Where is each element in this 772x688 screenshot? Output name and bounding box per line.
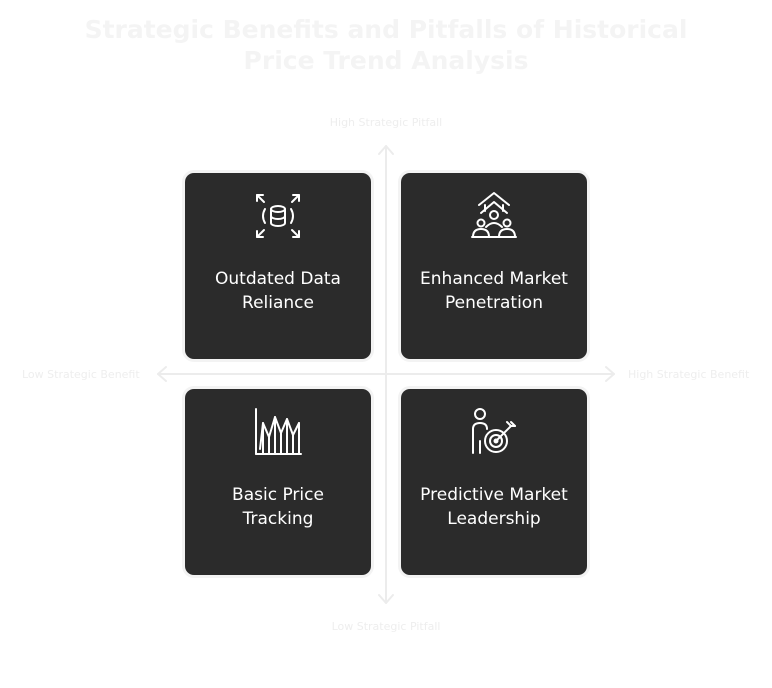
diagram-title: Strategic Benefits and Pitfalls of Histo… xyxy=(0,14,772,76)
quadrant-label: Basic Price Tracking xyxy=(232,485,324,529)
axis-label-top: High Strategic Pitfall xyxy=(329,116,443,129)
database-expand-icon xyxy=(256,194,300,238)
quadrant-label: Outdated Data Reliance xyxy=(215,269,341,313)
person-target-icon xyxy=(472,408,516,454)
axis-arrow-up xyxy=(378,145,394,155)
quadrant-enhanced-market-penetration: Enhanced Market Penetration xyxy=(401,173,587,359)
axis-label-bottom: Low Strategic Pitfall xyxy=(331,620,441,633)
title-line-2: Price Trend Analysis xyxy=(243,46,529,75)
axis-label-left: Low Strategic Benefit xyxy=(22,368,140,381)
axis-arrow-down xyxy=(378,594,394,604)
line-chart-icon xyxy=(255,408,302,455)
axis-arrow-left xyxy=(157,366,167,382)
axis-label-right: High Strategic Benefit xyxy=(628,368,750,381)
quadrant-label: Predictive Market Leadership xyxy=(420,485,568,529)
quadrant-predictive-market-leadership: Predictive Market Leadership xyxy=(401,389,587,575)
growth-arrow-group-icon xyxy=(471,192,517,238)
quadrant-basic-price-tracking: Basic Price Tracking xyxy=(185,389,371,575)
quadrant-outdated-data-reliance: Outdated Data Reliance xyxy=(185,173,371,359)
axis-arrow-right xyxy=(605,366,615,382)
title-line-1: Strategic Benefits and Pitfalls of Histo… xyxy=(84,15,688,44)
quadrant-label: Enhanced Market Penetration xyxy=(420,269,568,313)
